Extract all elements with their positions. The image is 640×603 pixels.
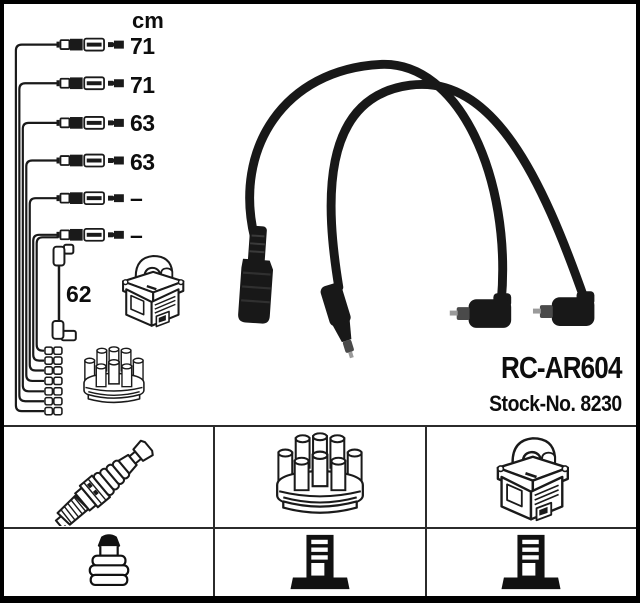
distributor-stub-column [44,346,63,416]
stock-number: Stock-No. 8230 [489,391,622,416]
photo-elbow-boot-a [449,293,512,328]
cable-terminal-row-6 [55,227,125,242]
length-unit-header: cm [132,8,164,33]
cable-terminal-row-2 [55,76,125,91]
cable-length-3: 63 [130,110,155,136]
coil-terminal-icon [501,534,561,589]
spark-plug-boot-icon [88,533,129,586]
cable-terminal-row-1 [55,37,125,52]
cable-terminal-rows [55,37,125,242]
ignition-cable-kit-diagram: cm 71 71 63 63 – – 62 RC-AR604 Stock-No.… [4,4,636,425]
cable-terminal-row-4 [55,153,125,168]
cable-length-1: 71 [130,33,155,59]
grid-cell-distributor-cap [215,427,425,527]
coil-terminal-icon [290,534,350,589]
ignition-coil-drawing [121,254,185,328]
spark-plug-icon [47,434,159,526]
cable-length-2: 71 [130,72,155,98]
photo-coil-boot [238,225,274,324]
wiring-diagram-artwork [14,37,595,416]
photo-cable-outer [245,59,508,306]
part-number: RC-AR604 [501,350,622,385]
photo-cable-inner [326,79,589,304]
grid-cell-spark-plug [4,427,214,527]
part-identification: RC-AR604 Stock-No. 8230 [471,350,622,417]
grid-cell-ignition-coil [426,427,636,527]
parts-compatibility-grid [4,425,636,596]
coil-wire-62cm [51,243,77,342]
sheet-body: cm 71 71 63 63 – – 62 RC-AR604 Stock-No.… [4,4,636,596]
grid-cell-plug-boot [4,529,214,596]
photo-elbow-boot-b [532,291,595,326]
cable-photo [238,59,595,359]
distributor-cap-icon [269,431,371,523]
photo-straight-boot [320,283,354,359]
grid-cell-coil-terminal-1 [215,529,425,596]
cable-terminal-row-5 [55,191,125,205]
cable-length-5: – [130,185,143,211]
ignition-coil-icon [496,436,570,522]
grid-cell-coil-terminal-2 [426,529,636,596]
distributor-cap-drawing [84,347,144,403]
cable-length-4: 63 [130,149,155,175]
cable-terminal-row-3 [55,116,125,130]
coil-wire-length: 62 [66,281,92,307]
cable-length-6: – [130,222,143,248]
harness-lines [14,43,59,413]
